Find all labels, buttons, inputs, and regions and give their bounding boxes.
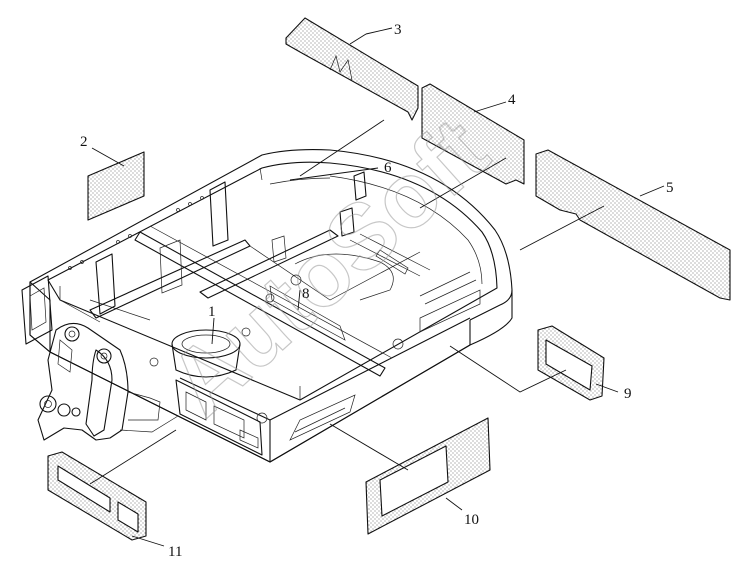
panel-9 <box>537 325 605 401</box>
panel-2 <box>87 151 145 221</box>
panel-3 <box>285 17 419 121</box>
callout-4: 4 <box>508 92 516 108</box>
callout-3: 3 <box>394 22 402 38</box>
panel-5 <box>535 149 731 301</box>
upper-frame-body <box>21 149 513 463</box>
panel-4 <box>421 83 525 185</box>
callout-1: 1 <box>208 304 216 320</box>
callout-5: 5 <box>666 180 674 196</box>
callout-11: 11 <box>168 544 182 560</box>
panel-11 <box>47 451 147 541</box>
callout-6: 6 <box>384 160 392 176</box>
callout-8: 8 <box>302 286 310 302</box>
leader-lines <box>89 27 665 547</box>
callout-labels: 3 4 5 2 6 1 8 9 10 11 <box>80 22 674 560</box>
panel-10 <box>365 417 491 535</box>
callout-2: 2 <box>80 134 88 150</box>
callout-9: 9 <box>624 386 632 402</box>
callout-10: 10 <box>464 512 479 528</box>
